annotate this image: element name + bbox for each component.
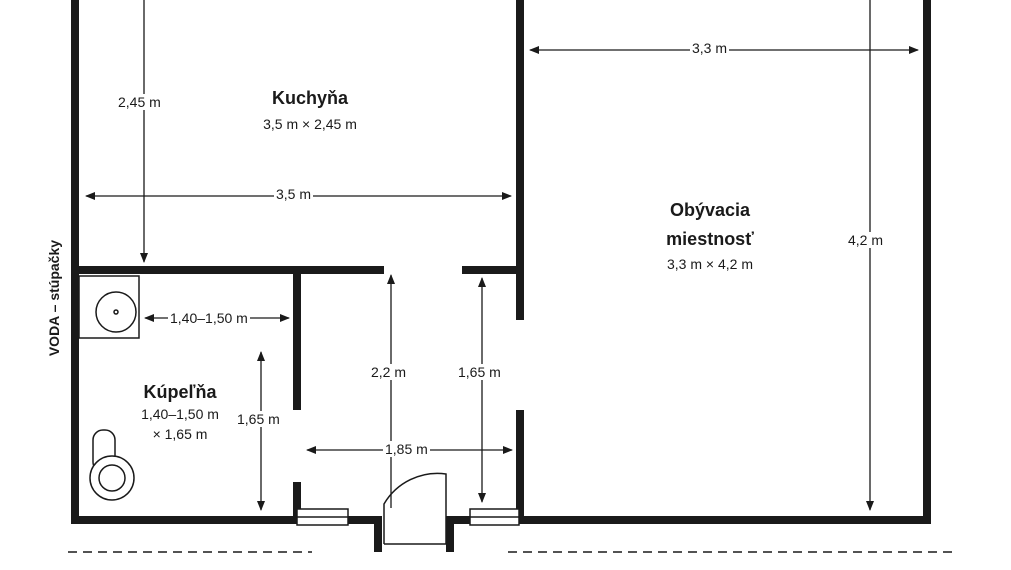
kitchen-size: 3,5 m × 2,45 m <box>263 116 357 132</box>
dim-living-width: 3,3 m <box>690 40 730 57</box>
bathroom-size-line2: × 1,65 m <box>152 426 208 442</box>
bottom-wall-mid-left <box>348 516 382 524</box>
entrance-jamb-left <box>374 516 382 552</box>
bath-hall-wall-upper <box>293 266 301 410</box>
dim-kitchen-height: 2,45 m <box>116 94 163 111</box>
hall-top-right-wall <box>462 266 524 274</box>
dim-kitchen-width: 3,5 m <box>274 186 314 203</box>
kitchen-name: Kuchyňa <box>271 88 349 108</box>
living-size: 3,3 m × 4,2 m <box>667 256 753 272</box>
dim-hall-height: 2,2 m <box>369 364 409 381</box>
dim-hall-width: 1,85 m <box>383 441 430 458</box>
bottom-wall-left <box>71 516 299 524</box>
washbasin-icon <box>78 275 140 339</box>
dim-living-height: 4,2 m <box>846 232 886 249</box>
entrance-jamb-right <box>446 516 454 552</box>
living-name-line1: Obývacia <box>669 200 751 220</box>
living-name-line2: miestnosť <box>666 229 754 249</box>
bottom-wall-right <box>519 516 931 524</box>
windows <box>296 508 520 526</box>
outer-right-wall <box>923 0 931 524</box>
dim-bath-width: 1,40–1,50 m <box>168 310 250 327</box>
kitchen-bath-wall <box>71 266 384 274</box>
dim-bath-height: 1,65 m <box>235 411 282 428</box>
kitchen-living-wall <box>516 0 524 320</box>
entrance-door <box>383 472 447 545</box>
bath-hall-wall-lower <box>293 482 301 524</box>
riser-label: VODA – stúpačky <box>45 239 62 357</box>
outer-left-wall <box>71 0 79 524</box>
walls <box>71 0 931 552</box>
toilet-icon <box>89 429 135 501</box>
bottom-wall-mid-right <box>446 516 472 524</box>
bathroom-name: Kúpeľňa <box>143 382 217 402</box>
bathroom-size-line1: 1,40–1,50 m <box>141 406 219 422</box>
bathroom-fixtures <box>78 275 140 501</box>
dim-opening-height: 1,65 m <box>456 364 503 381</box>
hall-right-wall-lower <box>516 410 524 524</box>
